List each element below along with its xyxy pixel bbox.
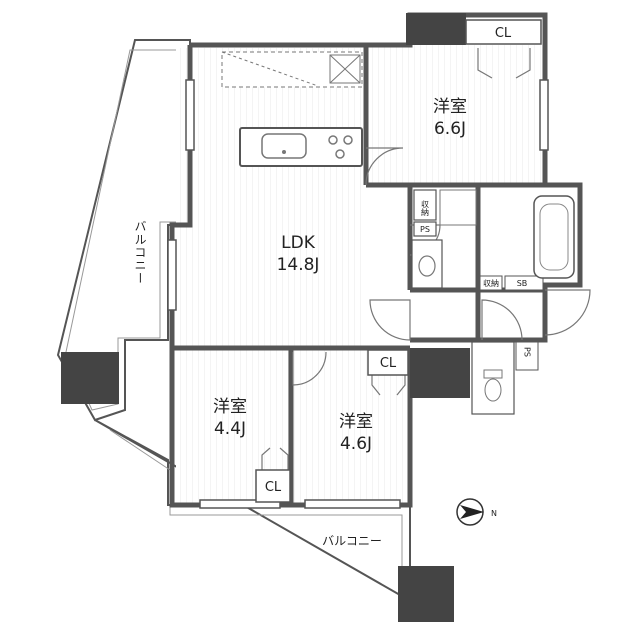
closet-middle xyxy=(367,349,409,376)
pipe-space-lower-label: PS xyxy=(523,347,532,357)
ldk-name: LDK xyxy=(281,233,316,253)
utility-area xyxy=(411,189,544,291)
floor-areas xyxy=(176,45,542,503)
compass-icon xyxy=(456,498,484,526)
kitchen-area xyxy=(221,51,363,88)
ldk-size: 14.8J xyxy=(277,255,320,275)
south-balcony-label: バルコニー xyxy=(322,534,382,548)
closet-bottom-label: CL xyxy=(265,480,282,495)
western-room-2-size: 4.4J xyxy=(214,419,246,439)
western-room-2-name: 洋室 xyxy=(213,397,247,417)
western-room-3-size: 4.6J xyxy=(340,434,372,454)
western-room-1-size: 6.6J xyxy=(434,119,466,139)
closet-bottom xyxy=(255,469,291,503)
toilet-icon xyxy=(471,341,539,415)
shoe-box-label: SB xyxy=(517,279,528,288)
storage-small-label: 収納 xyxy=(483,278,499,288)
compass-label: N xyxy=(491,509,497,518)
washbasin-icon xyxy=(418,255,436,277)
stove-icon xyxy=(328,135,353,159)
closet-top-label: CL xyxy=(495,26,512,41)
closet-doors xyxy=(261,48,531,470)
closet-top xyxy=(465,19,542,45)
pipe-space-upper-label: PS xyxy=(420,225,430,234)
windows xyxy=(167,79,549,509)
western-room-3-name: 洋室 xyxy=(339,412,373,432)
west-balcony-label: バルコニー xyxy=(133,220,147,285)
western-room-1-name: 洋室 xyxy=(433,97,467,117)
closet-middle-label: CL xyxy=(380,356,397,371)
storage-label: 収納 xyxy=(421,199,430,217)
kitchen-counter xyxy=(239,127,363,167)
columns xyxy=(61,13,470,622)
bathtub-icon xyxy=(533,195,575,279)
